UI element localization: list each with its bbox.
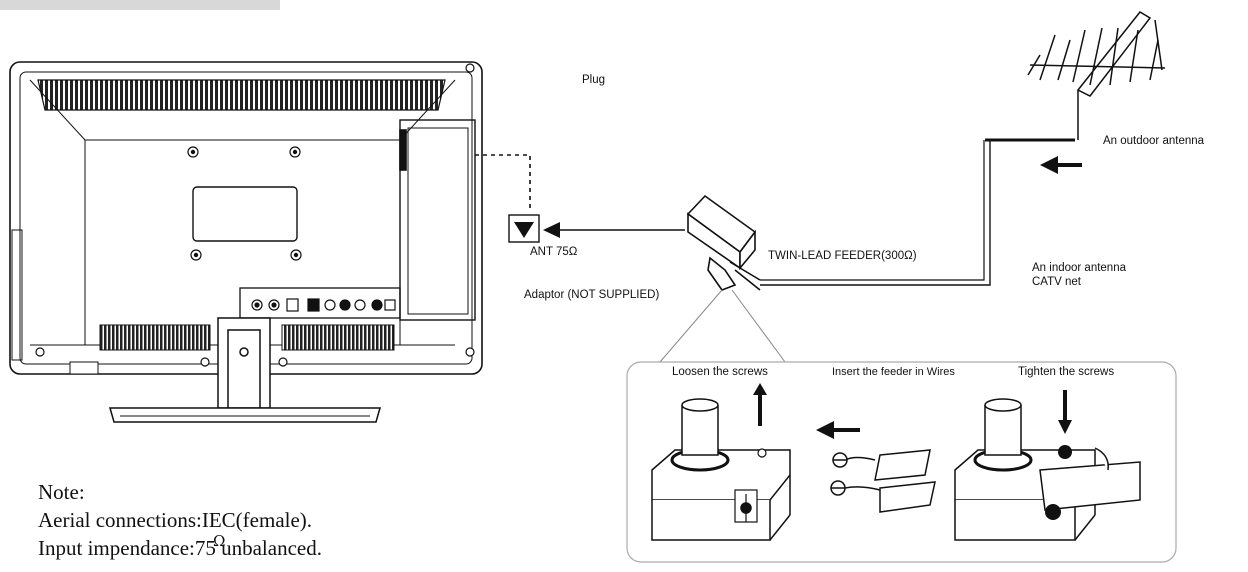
note-line-1: Aerial connections:IEC(female). [38,508,313,532]
arrow-left-icon-2 [1040,156,1058,174]
loosen-label: Loosen the screws [672,366,768,378]
tv-back [9,61,483,375]
screw-tight-icon-2 [1045,504,1061,520]
callout-line-right [731,289,786,363]
top-vent [37,79,446,111]
tighten-label: Tighten the screws [1018,366,1115,378]
bottom-vent-left [99,324,211,351]
outdoor-antenna-label: An outdoor antenna [1103,135,1205,147]
vesa-plate [192,186,298,242]
outdoor-antenna-icon [1027,11,1166,140]
arrow-left-icon [543,222,560,238]
adaptor-label: Adaptor (NOT SUPPLIED) [524,289,660,301]
plug-label: Plug [582,74,606,86]
adaptor-box [686,194,761,291]
arrow-up-icon [753,383,767,395]
connector-left-illustration [651,398,791,541]
arrow-left-icon-3 [816,421,834,439]
connector-jacks [251,298,396,312]
wires-illustration [830,449,936,513]
ant-label: ANT 75Ω [530,246,578,258]
twin-lead-feeder [760,139,1030,286]
callout-line-left [659,289,723,363]
header-bar [0,0,280,10]
arrow-down-icon [1058,420,1072,434]
note-title: Note: [38,480,85,504]
tv-foot [69,361,99,375]
omega-symbol: Ω [213,532,226,550]
insert-label: Insert the feeder in Wires [832,366,955,378]
screw-loose-icon [757,448,767,458]
connector-right-illustration [954,398,1141,541]
ant-socket-icon [514,222,534,238]
screw-icons [35,63,475,367]
feeder-label: TWIN-LEAD FEEDER(300Ω) [768,250,917,262]
connector-strip [239,287,401,319]
catv-label: CATV net [1032,276,1081,288]
screw-tight-icon [1058,445,1072,459]
tv-stand [109,317,381,423]
bottom-vent-right [281,324,395,351]
side-panel [399,119,476,321]
dashed-guide-line [475,154,531,210]
indoor-antenna-label: An indoor antenna [1032,262,1126,274]
note-line-2: Input impendance:75 unbalanced. [38,536,322,560]
